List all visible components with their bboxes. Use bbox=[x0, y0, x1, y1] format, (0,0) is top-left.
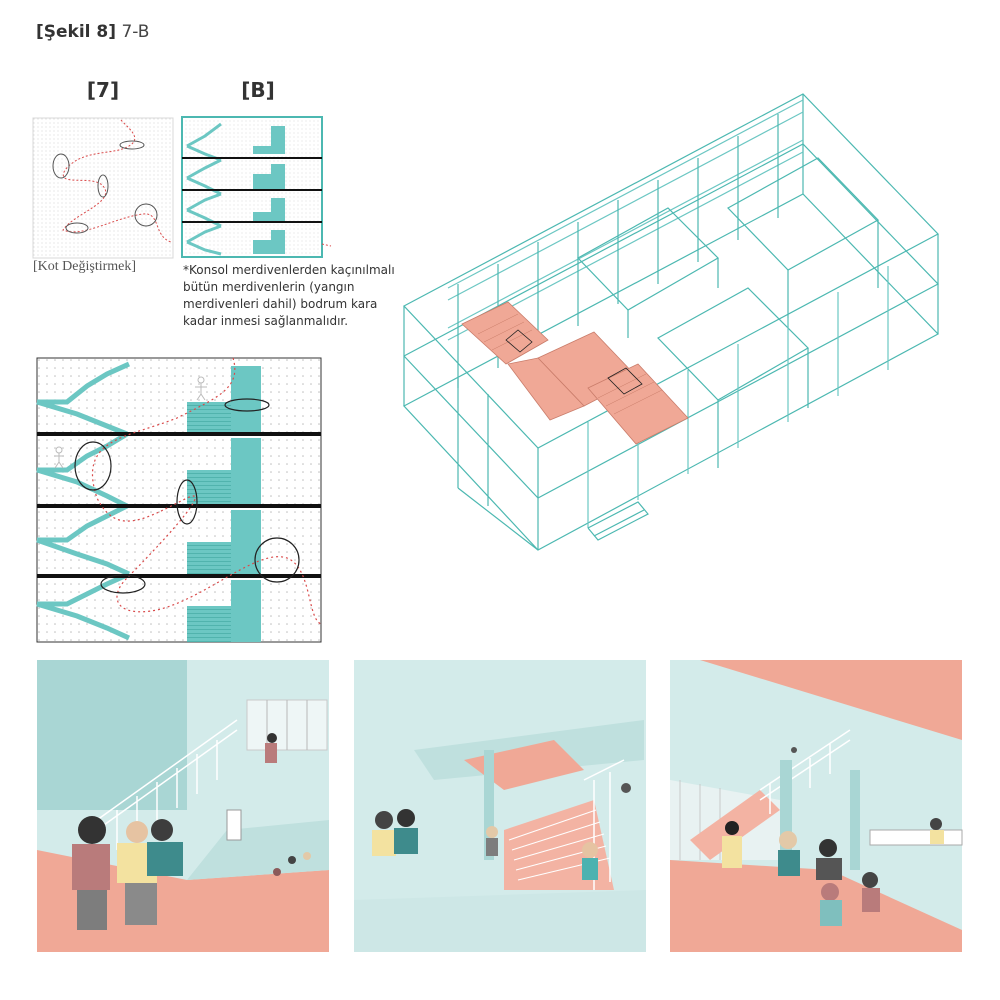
figure-title: [Şekil 8] 7-B bbox=[36, 22, 149, 42]
diagram-b-note: *Konsol merdivenlerden kaçınılmalı bütün… bbox=[183, 263, 395, 328]
figure-label-bold: [Şekil 8] bbox=[36, 22, 117, 42]
diagram-7 bbox=[32, 117, 174, 259]
isometric-building bbox=[403, 93, 939, 551]
illustration-atrium bbox=[670, 660, 963, 952]
diagram-b-header: [B] bbox=[241, 78, 275, 102]
diagram-7-caption: [Kot Değiştirmek] bbox=[33, 259, 137, 274]
children-group-3 bbox=[722, 747, 944, 926]
diagram-7-header: [7] bbox=[86, 78, 120, 102]
children-group-1 bbox=[72, 733, 311, 930]
children-group-2 bbox=[372, 783, 631, 880]
level-change-path bbox=[62, 119, 172, 243]
diagram-b bbox=[181, 116, 332, 258]
central-staircase bbox=[461, 301, 689, 445]
illustration-central-staircase bbox=[354, 660, 646, 952]
route-path bbox=[91, 357, 322, 625]
illustration-stair-hall bbox=[37, 660, 329, 952]
stair-section-diagram bbox=[36, 357, 322, 643]
figure-label-rest: 7-B bbox=[121, 22, 150, 42]
